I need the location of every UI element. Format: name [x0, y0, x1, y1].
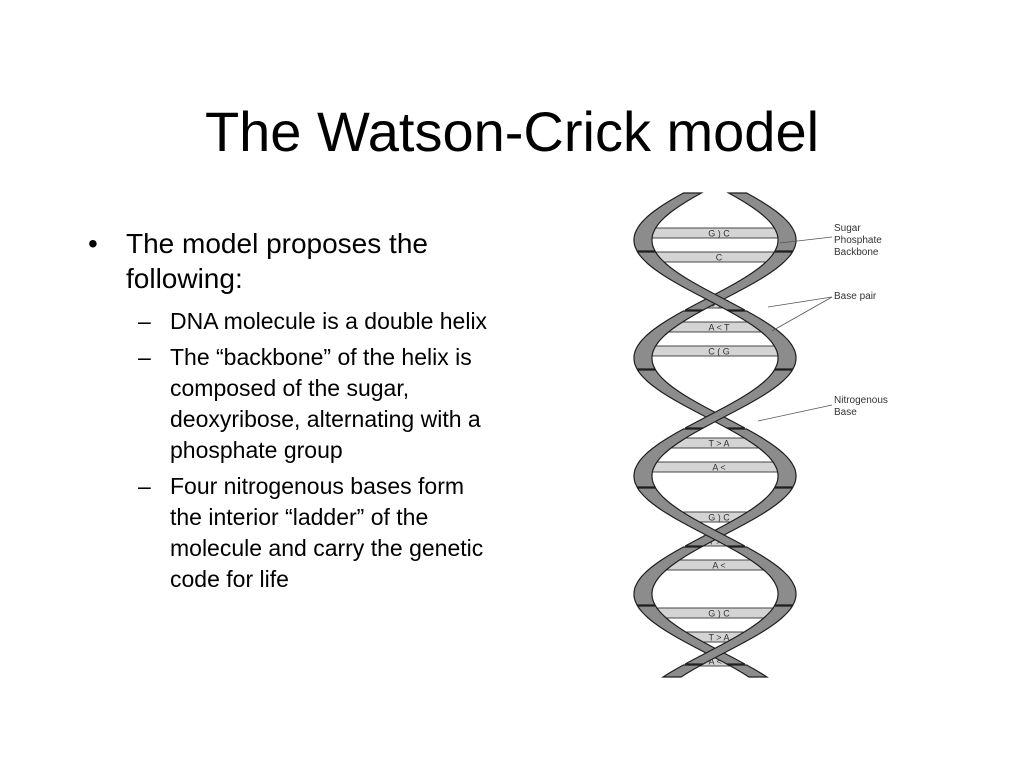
dna-double-helix-diagram: G ) C C G ) C A < T C ( G T > A A < G ) C T > A A…: [633, 192, 888, 678]
base-pair-rung: C ( G: [643, 345, 787, 357]
base-pair-label: A < T: [708, 323, 730, 333]
label-leader-line: [779, 236, 833, 244]
base-pair-label: G ) C: [708, 609, 730, 619]
strand-segment-back: [633, 428, 704, 488]
strands-layer: [633, 192, 797, 678]
base-pair-label: G ) C: [708, 513, 730, 523]
sub-bullet-marker: –: [138, 344, 151, 370]
sub-bullet-text: The “backbone” of the helix is composed …: [170, 344, 481, 463]
base-pair-rung: A <: [663, 559, 767, 571]
base-pair-rung: G ) C: [651, 607, 779, 619]
base-pair-label: T > A: [708, 633, 729, 643]
strand-segment-back: [684, 487, 794, 547]
strand-segment-back: [661, 664, 704, 678]
label-leader-line: [767, 296, 833, 308]
sub-bullet-backbone: – The “backbone” of the helix is compose…: [86, 342, 516, 466]
base-pair-rung: A <: [644, 461, 786, 473]
strand-segment-front: [726, 428, 797, 488]
sub-bullet-list: – DNA molecule is a double helix – The “…: [86, 306, 516, 595]
strand-segment-front: [633, 310, 704, 370]
main-bullet: • The model proposes the following:: [86, 226, 516, 296]
strand-segment-front: [636, 487, 746, 547]
label-leader-line: [757, 404, 833, 422]
strand-segment-back: [684, 251, 794, 311]
strand-segment-front: [633, 546, 704, 606]
diagram-labels: Sugar Phosphate Backbone Base pair Nitro…: [834, 223, 888, 418]
bullet-marker: •: [88, 228, 98, 259]
base-pair-label: C ( G: [708, 347, 730, 357]
label-base-pair: Base pair: [834, 291, 877, 302]
bullet-list: • The model proposes the following: – DN…: [86, 226, 516, 600]
label-sugar: Sugar: [834, 223, 861, 234]
strand-segment-front: [684, 605, 794, 665]
strand-segment-front: [726, 192, 797, 252]
base-pair-rung: G ) C: [643, 227, 787, 239]
strand-segment-back: [726, 310, 797, 370]
strand-segment-front: [684, 369, 794, 429]
sub-bullet-marker: –: [138, 308, 151, 334]
strand-segment-back: [636, 369, 746, 429]
strand-segment-back: [633, 192, 704, 252]
label-backbone: Backbone: [834, 247, 879, 258]
base-pair-label: A < T: [708, 657, 730, 667]
label-leader-line: [771, 296, 833, 332]
slide-title: The Watson-Crick model: [204, 100, 820, 163]
sub-bullet-nitrogenous-bases: – Four nitrogenous bases form the interi…: [86, 471, 516, 595]
label-nitrogenous: Nitrogenous: [834, 395, 888, 406]
label-base: Base: [834, 407, 857, 418]
main-bullet-text: The model proposes the following:: [126, 228, 428, 294]
sub-bullet-dna-double-helix: – DNA molecule is a double helix: [86, 306, 516, 337]
strand-segment-front: [726, 664, 769, 678]
sub-bullet-text: DNA molecule is a double helix: [170, 308, 488, 334]
strand-segment-front: [636, 251, 746, 311]
base-pair-rung: C: [649, 251, 781, 263]
leader-lines: [757, 236, 833, 422]
base-pair-label: A <: [712, 561, 725, 571]
base-pair-label: C: [716, 253, 723, 263]
base-pair-label: G ) C: [708, 229, 730, 239]
strand-segment-back: [636, 605, 746, 665]
strand-segment-back: [726, 546, 797, 606]
label-phosphate: Phosphate: [834, 235, 882, 246]
sub-bullet-marker: –: [138, 473, 151, 499]
sub-bullet-text: Four nitrogenous bases form the interior…: [170, 473, 484, 592]
base-pair-label: T > A: [708, 439, 729, 449]
base-pair-label: A <: [712, 463, 725, 473]
